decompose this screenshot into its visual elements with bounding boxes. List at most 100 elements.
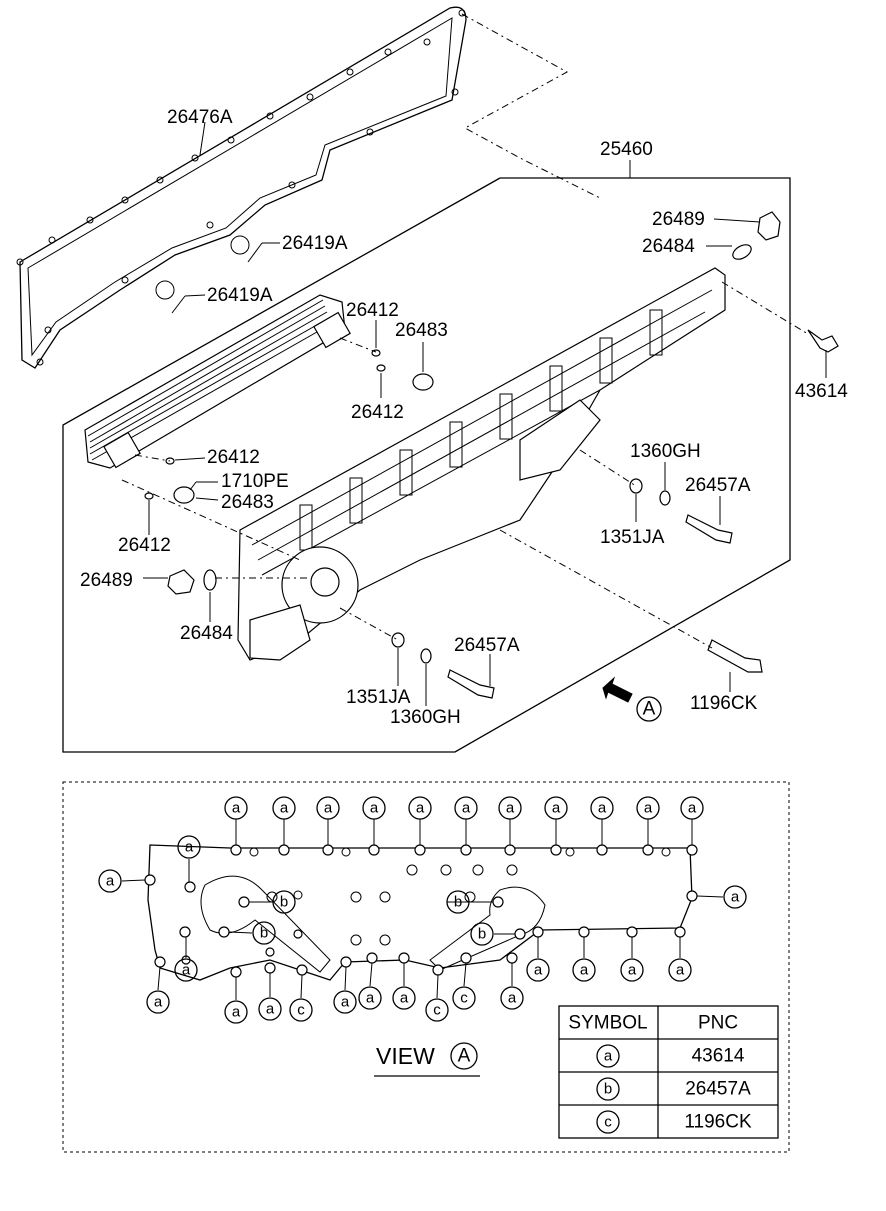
view-a-left-lobe	[200, 875, 331, 973]
svg-text:b: b	[260, 925, 268, 942]
svg-text:a: a	[508, 990, 517, 1007]
svg-text:a: a	[106, 873, 115, 890]
svg-text:a: a	[580, 962, 589, 979]
callout-a: a	[258, 997, 282, 1021]
svg-text:c: c	[433, 1002, 441, 1019]
label-43614: 43614	[795, 381, 848, 402]
svg-text:a: a	[534, 962, 543, 979]
callout-a: a	[98, 869, 122, 893]
label-1196CK: 1196CK	[690, 693, 758, 714]
gasket-bolt-holes	[16, 9, 466, 366]
symbol-table: SYMBOL PNC a 43614 b 26457A c 1196CK	[558, 1005, 779, 1139]
svg-text:b: b	[478, 926, 486, 943]
svg-text:a: a	[462, 800, 471, 817]
table-header-symbol: SYMBOL	[568, 1013, 647, 1034]
callout-a: a	[544, 796, 568, 820]
callout-a: a	[620, 958, 644, 982]
label-1360GH-2: 1360GH	[390, 707, 461, 728]
callout-c: c	[452, 986, 476, 1010]
callout-a: a	[362, 796, 386, 820]
svg-text:a: a	[506, 800, 515, 817]
table-symbol-a: a	[604, 1048, 613, 1065]
part-labels: 26476A 25460 26489 26484 26419A 26419A 2…	[80, 107, 848, 728]
svg-text:a: a	[598, 800, 607, 817]
view-direction-arrow: A	[602, 676, 662, 722]
svg-text:a: a	[628, 962, 637, 979]
callout-a: a	[636, 796, 660, 820]
callout-a: a	[498, 796, 522, 820]
callout-b: b	[272, 890, 296, 914]
view-a-bolt-heads	[144, 844, 698, 978]
reference-line-top	[461, 13, 601, 199]
callout-a: a	[408, 796, 432, 820]
label-26489-bottom: 26489	[80, 570, 133, 591]
label-1351JA-1: 1351JA	[600, 527, 665, 548]
svg-text:a: a	[366, 990, 375, 1007]
label-26457A-2: 26457A	[454, 635, 520, 656]
callout-a: a	[358, 986, 382, 1010]
callout-c: c	[425, 998, 449, 1022]
label-26419A-1: 26419A	[282, 233, 348, 254]
label-26412-1: 26412	[346, 300, 399, 321]
callout-a: a	[177, 835, 201, 859]
label-26489-top: 26489	[652, 209, 705, 230]
callout-a: a	[680, 796, 704, 820]
svg-text:a: a	[644, 800, 653, 817]
callout-a: a	[224, 1000, 248, 1024]
label-26419A-2: 26419A	[207, 285, 273, 306]
table-pnc-a: 43614	[692, 1046, 745, 1067]
callout-a: a	[174, 958, 198, 982]
label-26484-bottom: 26484	[180, 623, 233, 644]
oil-cooler-housing	[237, 267, 726, 661]
svg-text:a: a	[676, 962, 685, 979]
view-a-title: VIEW A	[374, 1042, 480, 1077]
label-26412-2: 26412	[351, 402, 404, 423]
small-parts	[144, 211, 839, 699]
svg-text:a: a	[688, 800, 697, 817]
view-a-housing-outline	[147, 844, 693, 981]
label-1351JA-2: 1351JA	[346, 687, 411, 708]
view-a-callouts: a a a a a a a a a a a a a a b b b b a a …	[98, 796, 747, 1024]
leader-lines	[143, 121, 827, 706]
svg-text:a: a	[341, 994, 350, 1011]
label-26476A: 26476A	[167, 107, 233, 128]
callout-a: a	[723, 885, 747, 909]
label-26412-4: 26412	[118, 535, 171, 556]
oil-cooler-core	[84, 294, 351, 469]
svg-text:a: a	[731, 889, 740, 906]
callout-a: a	[572, 958, 596, 982]
callout-a: a	[454, 796, 478, 820]
callout-a: a	[272, 796, 296, 820]
svg-text:a: a	[154, 994, 163, 1011]
callout-a: a	[224, 796, 248, 820]
callout-a: a	[590, 796, 614, 820]
callout-b: b	[446, 890, 470, 914]
label-26457A-1: 26457A	[685, 475, 751, 496]
svg-text:b: b	[280, 894, 288, 911]
callout-c: c	[289, 998, 313, 1022]
label-26412-3: 26412	[207, 447, 260, 468]
label-1360GH-1: 1360GH	[630, 441, 701, 462]
svg-text:a: a	[416, 800, 425, 817]
label-26484-top: 26484	[642, 236, 695, 257]
svg-text:a: a	[370, 800, 379, 817]
callout-b: b	[252, 921, 276, 945]
view-title: VIEW	[376, 1043, 435, 1069]
svg-text:a: a	[400, 990, 409, 1007]
svg-text:c: c	[460, 990, 468, 1007]
arrow-label: A	[643, 699, 656, 720]
svg-text:a: a	[232, 800, 241, 817]
callout-a: a	[668, 958, 692, 982]
view-a-frame	[62, 781, 790, 1153]
svg-text:a: a	[185, 839, 194, 856]
view-a-leaders	[121, 819, 724, 1000]
label-26483-2: 26483	[221, 492, 274, 513]
svg-text:b: b	[454, 894, 462, 911]
table-symbol-c: c	[604, 1114, 612, 1131]
table-pnc-c: 1196CK	[684, 1112, 752, 1133]
svg-text:a: a	[280, 800, 289, 817]
callout-a: a	[526, 958, 550, 982]
svg-text:a: a	[324, 800, 333, 817]
gasket-26476A	[19, 6, 467, 369]
callout-a: a	[333, 990, 357, 1014]
